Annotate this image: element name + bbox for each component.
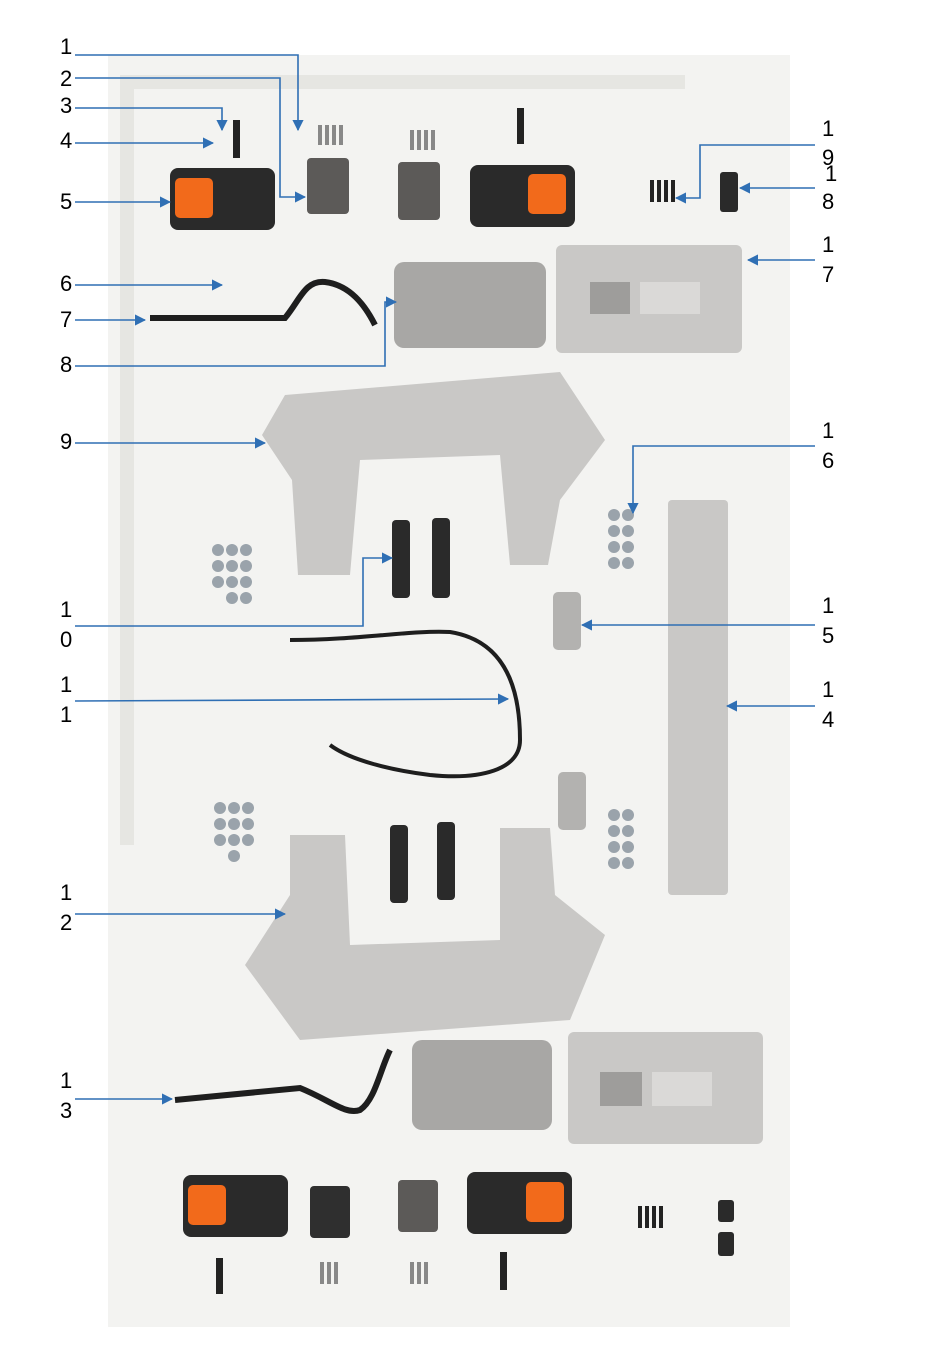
mount-plate-top <box>556 245 742 353</box>
arrow-1 <box>75 54 304 132</box>
cable-arm-bottom <box>174 1048 393 1114</box>
pin-bottom-left <box>216 1258 223 1294</box>
callout-1: 1 <box>60 34 72 59</box>
callout-7: 7 <box>60 307 72 332</box>
screws-small-black-bottom <box>638 1206 663 1228</box>
callout-arrows <box>74 54 815 1105</box>
callout-9: 9 <box>60 429 72 454</box>
callout-3: 3 <box>60 93 72 118</box>
screws-top-right <box>410 130 435 150</box>
buckle-bottom-left <box>183 1175 288 1237</box>
cap-lower <box>558 772 586 830</box>
bracket-block-left <box>307 158 349 214</box>
washer-cluster-upper-left <box>212 544 252 604</box>
arrow-19 <box>674 144 815 204</box>
cover-plate-bottom <box>412 1040 552 1130</box>
washer-cluster-lower-right <box>608 809 634 869</box>
screws-top-left <box>318 125 343 145</box>
mount-plate-bottom <box>568 1032 763 1144</box>
buckle-top-right <box>470 165 575 227</box>
clips-black-bottom <box>718 1200 734 1256</box>
pin-top-left <box>233 120 240 158</box>
cap-upper <box>553 592 581 650</box>
washer-cluster-upper-right <box>608 509 634 569</box>
cable-arm-top <box>150 278 378 327</box>
arrow-10 <box>75 552 394 627</box>
arrow-16 <box>627 445 815 515</box>
arrow-3 <box>75 107 228 132</box>
clips-lower <box>390 822 455 903</box>
arrow-2 <box>75 77 307 203</box>
clips-upper <box>392 518 450 598</box>
callout-4: 4 <box>60 128 72 153</box>
long-bar <box>668 500 728 895</box>
washer-cluster-lower-left <box>214 802 254 862</box>
bracket-block-bottom-left <box>310 1186 350 1238</box>
measuring-ruler <box>120 75 685 845</box>
y-frame-lower <box>245 828 605 1040</box>
buckle-top-left <box>170 168 275 230</box>
clip-black-top <box>720 172 738 212</box>
bracket-block-right <box>398 162 440 220</box>
callout-8: 8 <box>60 352 72 377</box>
bracket-block-bottom-right <box>398 1180 438 1232</box>
pin-top-right <box>517 108 524 144</box>
cable-harness <box>289 629 523 779</box>
screws-bottom-left <box>320 1262 338 1284</box>
callout-5: 5 <box>60 189 72 214</box>
arrow-11 <box>74 693 510 705</box>
arrow-8 <box>75 296 398 367</box>
screws-small-black-top <box>650 180 675 202</box>
y-frame-upper <box>262 372 605 575</box>
cover-plate-top <box>394 262 546 348</box>
callout-2: 2 <box>60 66 72 91</box>
callout-6: 6 <box>60 271 72 296</box>
buckle-bottom-right <box>467 1172 572 1234</box>
screws-bottom-right <box>410 1262 428 1284</box>
pin-bottom-right <box>500 1252 507 1290</box>
